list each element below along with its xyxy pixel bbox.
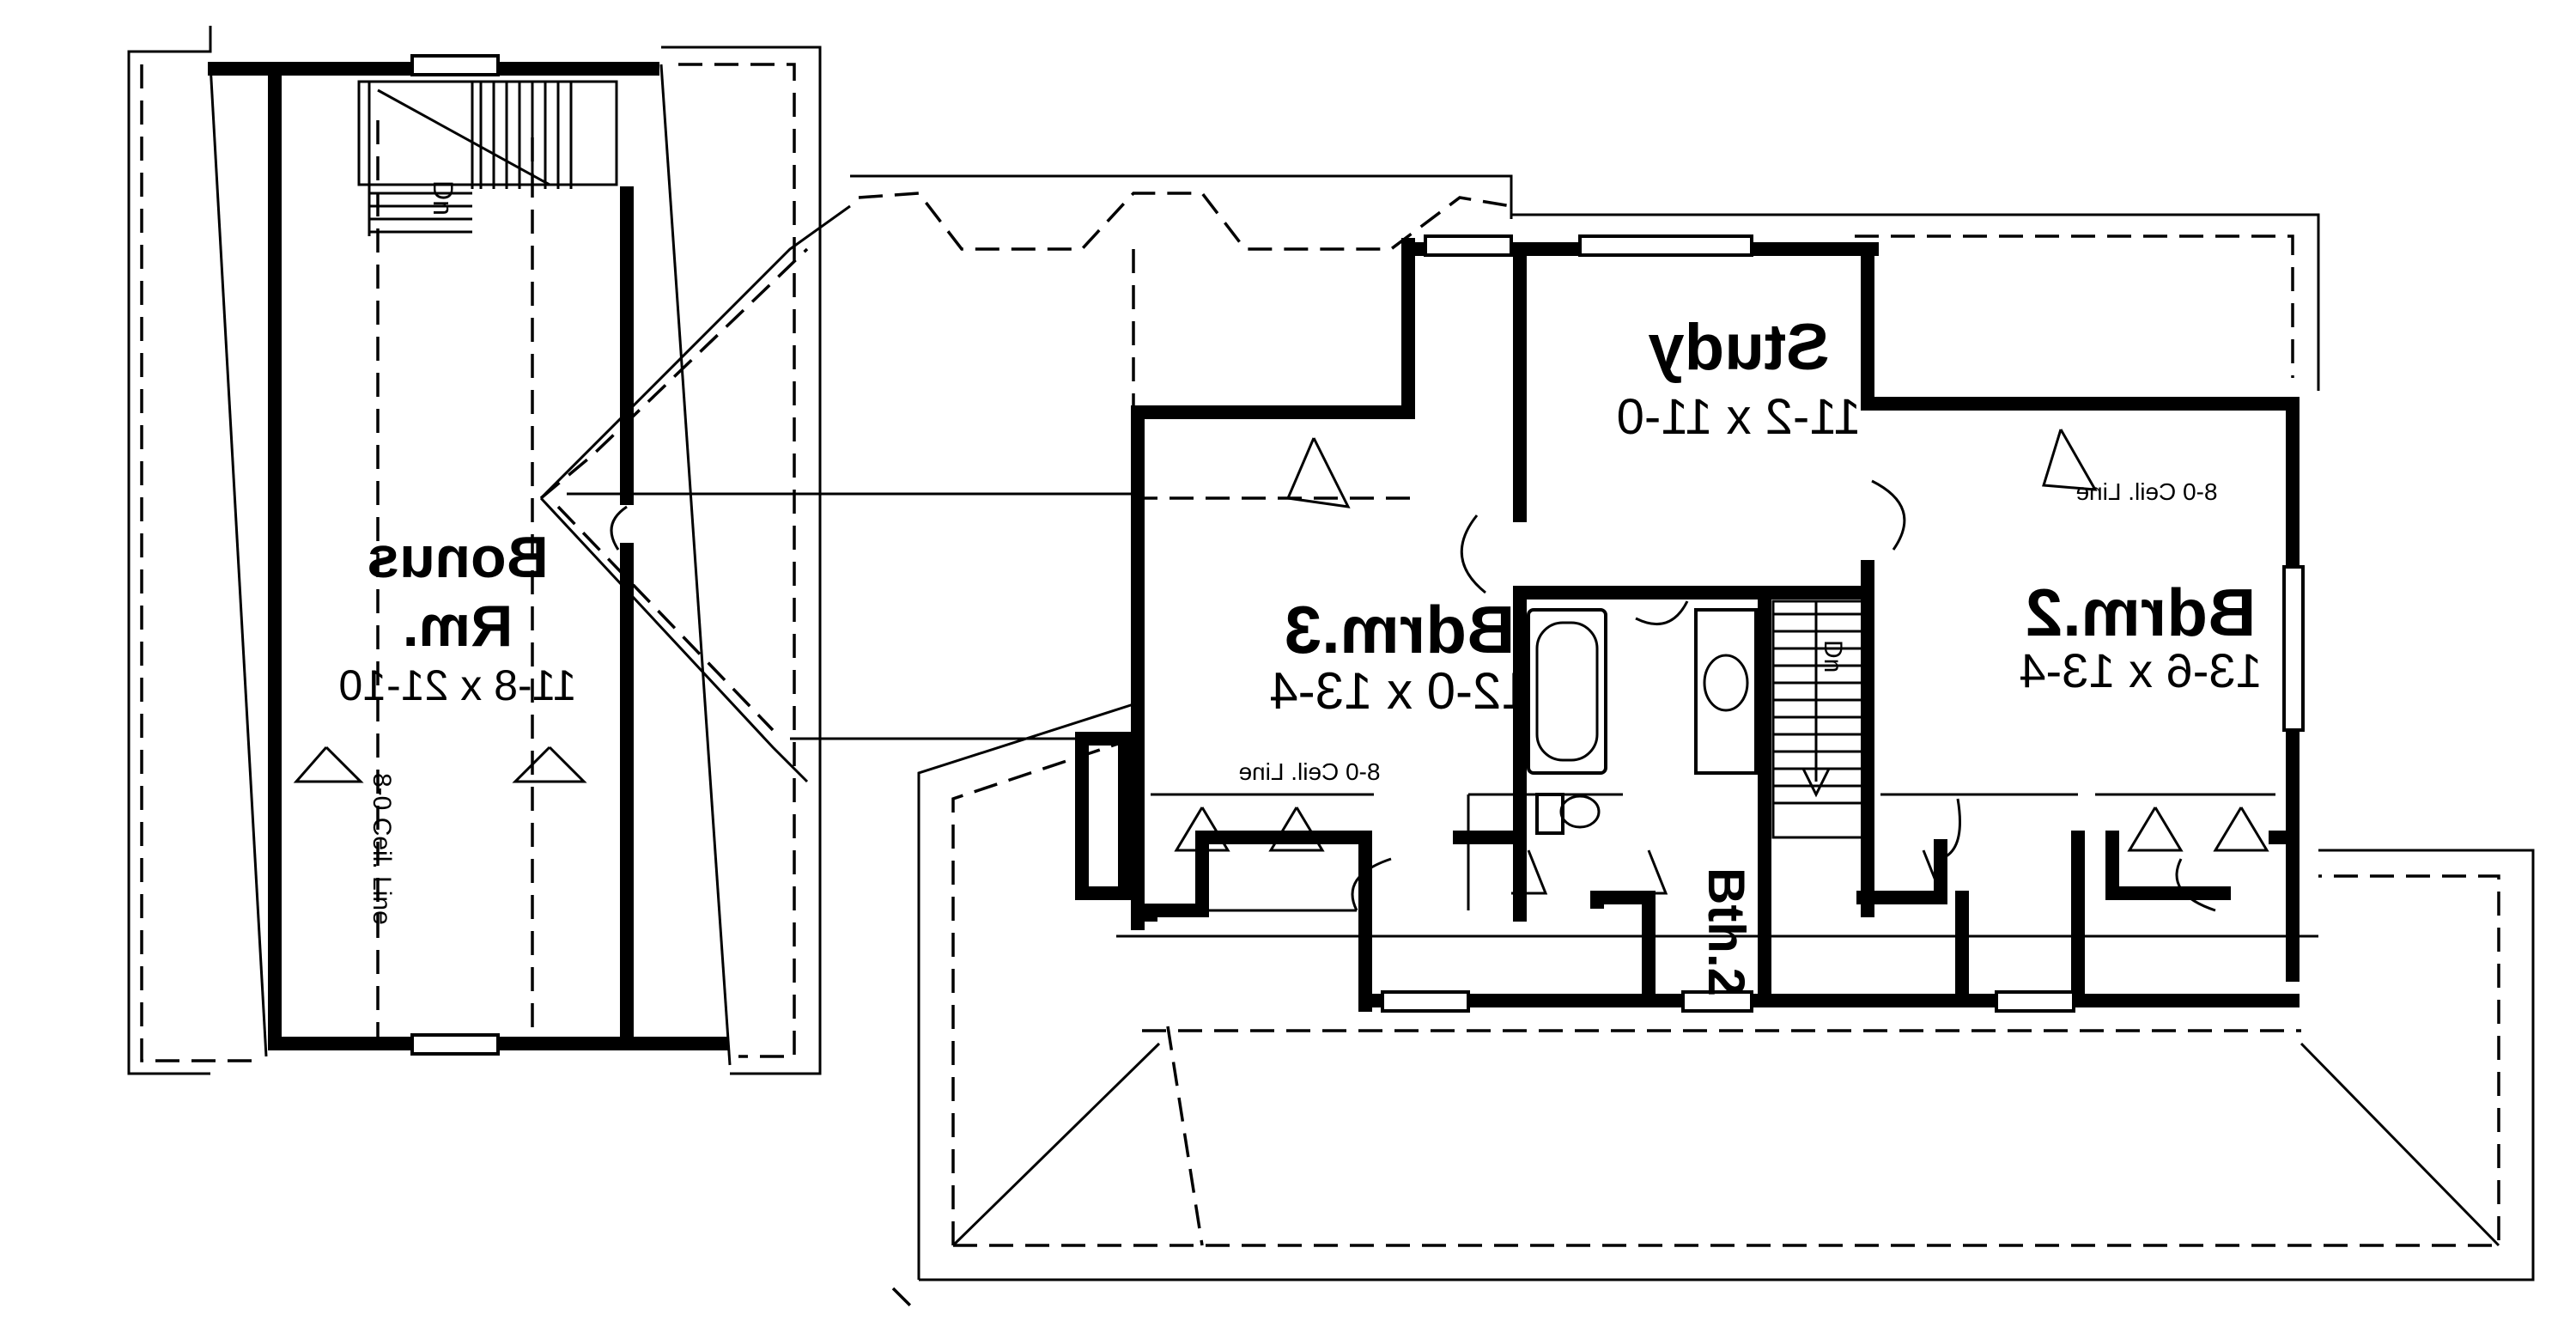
bath2-name: Bth.2 [1698,867,1755,996]
ceil-line-note-bdrm2: 8-0 Ceil. Line [2076,478,2218,505]
bonus-room-walls [208,54,728,1056]
stair-down-label: Dn [428,180,459,216]
bedroom2-name: Bdrm.2 [2026,575,2257,650]
bonus-room-name-line1: Bonus [367,525,549,590]
bath-fixtures [1527,608,1758,835]
roof-outline-left [127,26,822,1075]
doors [610,479,2216,912]
ceil-line-note-bonus: 8-0 Ceil. Line [368,773,396,925]
bonus-stair: Dn [357,80,618,236]
main-house-walls [1075,238,2300,1012]
bedroom3-name: Bdrm.3 [1285,592,1516,667]
bonus-room-name-line2: Rm. [403,593,513,659]
ceil-line-note-bdrm3: 8-0 Ceil. Line [1239,758,1381,785]
roof-connector [539,204,1142,783]
bonus-room-dims: 11-8 x 21-10 [338,661,576,709]
main-stair: Dn [1771,600,1865,839]
bedroom2-dims: 13-6 x 13-4 [2019,643,2262,697]
main-stair-down-label: Dn [1819,640,1847,673]
roof-outline-right [850,174,2535,1307]
room-labels: Bonus Rm. 11-8 x 21-10 Bdrm.3 12-0 x 13-… [338,311,2262,996]
study-dims: 11-2 x 11-0 [1617,389,1862,445]
windows [1381,234,2305,1013]
study-name: Study [1648,311,1829,384]
bedroom3-dims: 12-0 x 13-4 [1269,662,1530,720]
